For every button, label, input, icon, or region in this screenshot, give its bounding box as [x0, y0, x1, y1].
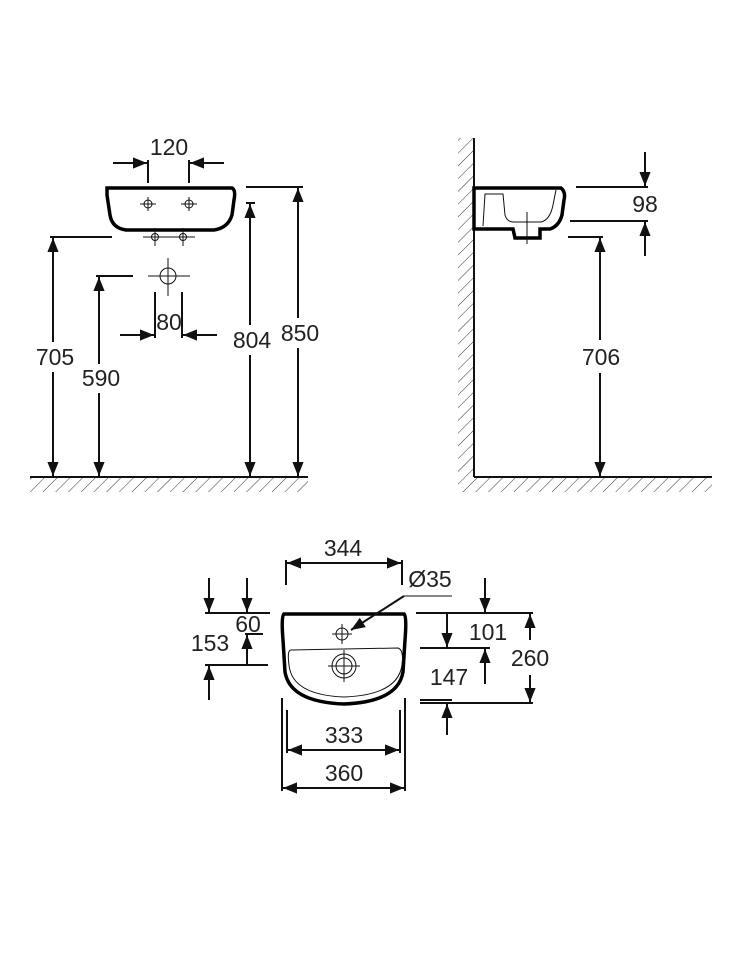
floor-hatch — [30, 478, 308, 492]
dim-rim-to-tap: 60 — [235, 611, 261, 637]
top-view: 344 Ø35 333 360 153 60 101 — [191, 535, 549, 794]
dim-total-width: 360 — [325, 760, 363, 786]
dim-rim-to-bowl: 101 — [469, 619, 507, 645]
tap-hole-icon — [332, 624, 352, 644]
dim-bowl-width: 344 — [324, 535, 363, 561]
wall-hatch — [458, 138, 473, 478]
dim-rim-to-waste: 153 — [191, 630, 229, 656]
basin-top-outline — [280, 612, 408, 706]
dim-height-to-bottom: 705 — [36, 344, 74, 370]
waste-outlet — [148, 258, 190, 296]
dim-total-depth: 260 — [511, 645, 549, 671]
front-view: 120 80 705 590 804 850 — [30, 134, 319, 492]
dim-overflow-height: 804 — [233, 327, 272, 353]
bowl-outline — [287, 647, 403, 698]
basin-front-outline — [105, 186, 237, 232]
floor-hatch — [458, 478, 712, 492]
side-view: 98 706 — [458, 138, 712, 492]
dim-rim-height: 850 — [281, 320, 319, 346]
dim-tap-hole-diameter: Ø35 — [408, 566, 451, 592]
tap-holes — [140, 197, 197, 246]
dim-basin-depth: 98 — [632, 191, 658, 217]
dim-waste-spacing: 80 — [156, 309, 182, 335]
dim-bottom-height: 706 — [582, 344, 620, 370]
waste-drain-icon — [328, 650, 360, 682]
dim-tap-spacing: 120 — [150, 134, 188, 160]
dim-waste-height: 590 — [82, 365, 120, 391]
dim-inner-width: 333 — [325, 722, 363, 748]
basin-side-outline — [472, 186, 567, 240]
basin-side-inner — [482, 189, 557, 227]
dim-bowl-depth: 147 — [430, 664, 468, 690]
